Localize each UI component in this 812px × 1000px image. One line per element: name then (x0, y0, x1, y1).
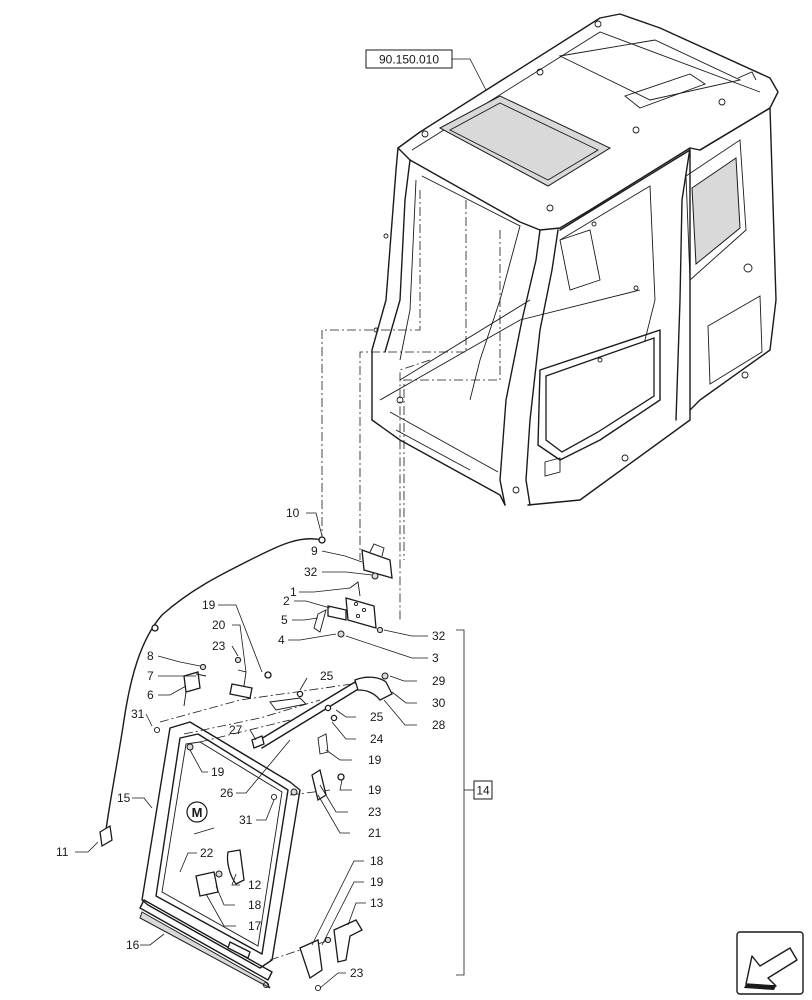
callout-30: 30 (432, 696, 446, 710)
callout-23-top: 23 (212, 639, 226, 653)
callout-24: 24 (370, 732, 384, 746)
marker-circle (186, 801, 208, 823)
alignment-lines (159, 190, 501, 961)
cab-assembly-drawing (371, 13, 779, 506)
callout-11: 11 (56, 845, 69, 859)
callout-21: 21 (368, 826, 382, 840)
callout-27: 27 (229, 723, 243, 737)
callout-3: 3 (432, 651, 439, 665)
callout-32-upper: 32 (304, 565, 318, 579)
callout-8: 8 (147, 649, 154, 663)
callout-29: 29 (432, 674, 446, 688)
callout-19-right-a: 19 (368, 753, 382, 767)
callout-31-left: 31 (131, 707, 145, 721)
callout-31-right: 31 (239, 813, 253, 827)
callout-numbers: 10 9 32 1 2 5 4 32 3 19 20 23 8 7 6 31 2… (56, 506, 446, 980)
window-and-hardware-parts: M (99, 536, 393, 992)
callout-4: 4 (278, 633, 285, 647)
callout-12: 12 (248, 878, 262, 892)
callout-6: 6 (147, 688, 154, 702)
callout-13: 13 (370, 896, 384, 910)
callout-15: 15 (117, 791, 131, 805)
reference-number: 90.150.010 (379, 53, 439, 67)
callout-1: 1 (290, 585, 297, 599)
callout-10: 10 (286, 506, 300, 520)
callout-9: 9 (311, 544, 318, 558)
assembly-bracket: 14 (456, 629, 493, 976)
callout-19-top: 19 (202, 598, 216, 612)
callout-19-right-b: 19 (368, 783, 382, 797)
callout-16: 16 (126, 938, 140, 952)
callout-23-mid: 23 (368, 805, 382, 819)
callout-2: 2 (283, 594, 290, 608)
callout-23-bottom: 23 (350, 966, 364, 980)
assembly-number: 14 (476, 784, 490, 798)
callout-22: 22 (200, 846, 214, 860)
arrow-left-down-icon[interactable] (736, 931, 804, 995)
callout-19-bottom: 19 (370, 875, 384, 889)
callout-25-lower: 25 (370, 710, 384, 724)
reference-box: 90.150.010 (365, 49, 487, 91)
callout-25-upper: 25 (320, 669, 334, 683)
callout-28: 28 (432, 718, 446, 732)
callout-17: 17 (248, 919, 262, 933)
callout-7: 7 (147, 669, 154, 683)
leader-lines (75, 512, 428, 989)
callout-18-right: 18 (370, 854, 384, 868)
callout-32-lower: 32 (432, 629, 446, 643)
callout-20: 20 (212, 618, 226, 632)
callout-18-left: 18 (248, 898, 262, 912)
callout-19-mid: 19 (211, 765, 225, 779)
callout-5: 5 (281, 613, 288, 627)
callout-26: 26 (220, 786, 234, 800)
marker-label: M (192, 805, 203, 820)
